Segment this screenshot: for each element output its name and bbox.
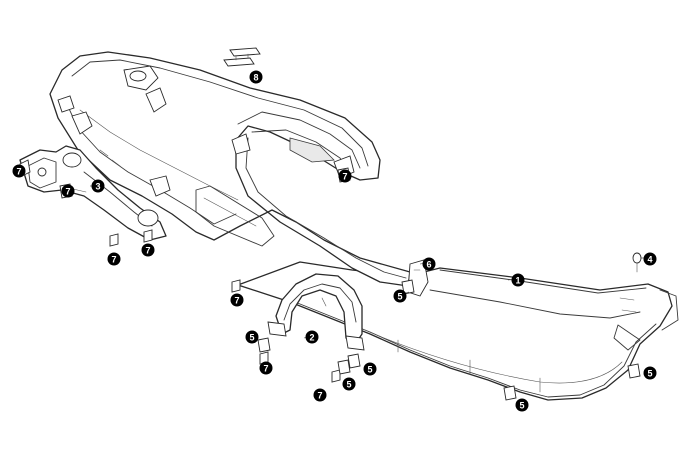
callout-marker [511,273,525,287]
callout-marker [107,252,121,266]
callout-c1: 1 [511,273,525,287]
callout-label: 5 [249,333,254,343]
callout-marker [342,377,356,391]
callout-marker [643,366,657,380]
callout-label: 7 [145,246,150,256]
callout-marker [141,243,155,257]
callout-c5f: 5 [643,366,657,380]
callout-c7e: 7 [230,293,244,307]
callout-c7f: 7 [259,361,273,375]
callout-marker [245,330,259,344]
upper-housing-frame [49,51,411,287]
callout-marker [515,398,529,412]
callout-c7a: 7 [12,164,26,178]
callout-marker [259,361,273,375]
callout-label: 4 [647,255,652,265]
callout-group: 1 2 3 4 5 5 5 5 5 5 6 7 7 7 7 7 7 7 7 8 [12,70,657,412]
callout-c5e: 5 [515,398,529,412]
part-2-arch-bracket [267,273,365,351]
callout-label: 5 [367,365,372,375]
callout-marker [12,164,26,178]
callout-label: 3 [95,182,100,192]
callout-c6: 6 [422,257,436,271]
callout-marker [249,70,263,84]
callout-marker [230,293,244,307]
callout-c4: 4 [643,252,657,266]
callout-marker [422,257,436,271]
callout-c7b: 7 [61,184,75,198]
callout-c3: 3 [91,179,105,193]
part-4-screw [632,252,642,273]
callout-c5d: 5 [342,377,356,391]
callout-marker [305,330,319,344]
callout-c7d: 7 [141,243,155,257]
part-3-left-bracket [19,145,167,241]
callout-c2: 2 [305,330,319,344]
callout-label: 2 [309,333,314,343]
callout-c8: 8 [249,70,263,84]
callout-marker [61,184,75,198]
callout-marker [363,362,377,376]
callout-label: 5 [397,292,402,302]
callout-c7c: 7 [107,252,121,266]
callout-c5c: 5 [363,362,377,376]
callout-marker [393,289,407,303]
callout-label: 5 [346,380,351,390]
part-8-clips [223,47,261,67]
callout-label: 1 [515,276,520,286]
callout-marker [313,388,327,402]
callout-label: 5 [519,401,524,411]
callout-label: 7 [234,296,239,306]
callout-c7h: 7 [338,169,352,183]
callout-label: 8 [253,73,258,83]
callout-c5a: 5 [393,289,407,303]
callout-label: 7 [317,391,322,401]
callout-marker [338,169,352,183]
callout-label: 5 [647,369,652,379]
callout-label: 7 [65,187,70,197]
callout-marker [91,179,105,193]
callout-label: 7 [263,364,268,374]
callout-label: 7 [111,255,116,265]
callout-label: 6 [426,260,431,270]
callout-marker [643,252,657,266]
callout-c7g: 7 [313,388,327,402]
callout-label: 7 [342,172,347,182]
callout-c5b: 5 [245,330,259,344]
callout-label: 7 [16,167,21,177]
